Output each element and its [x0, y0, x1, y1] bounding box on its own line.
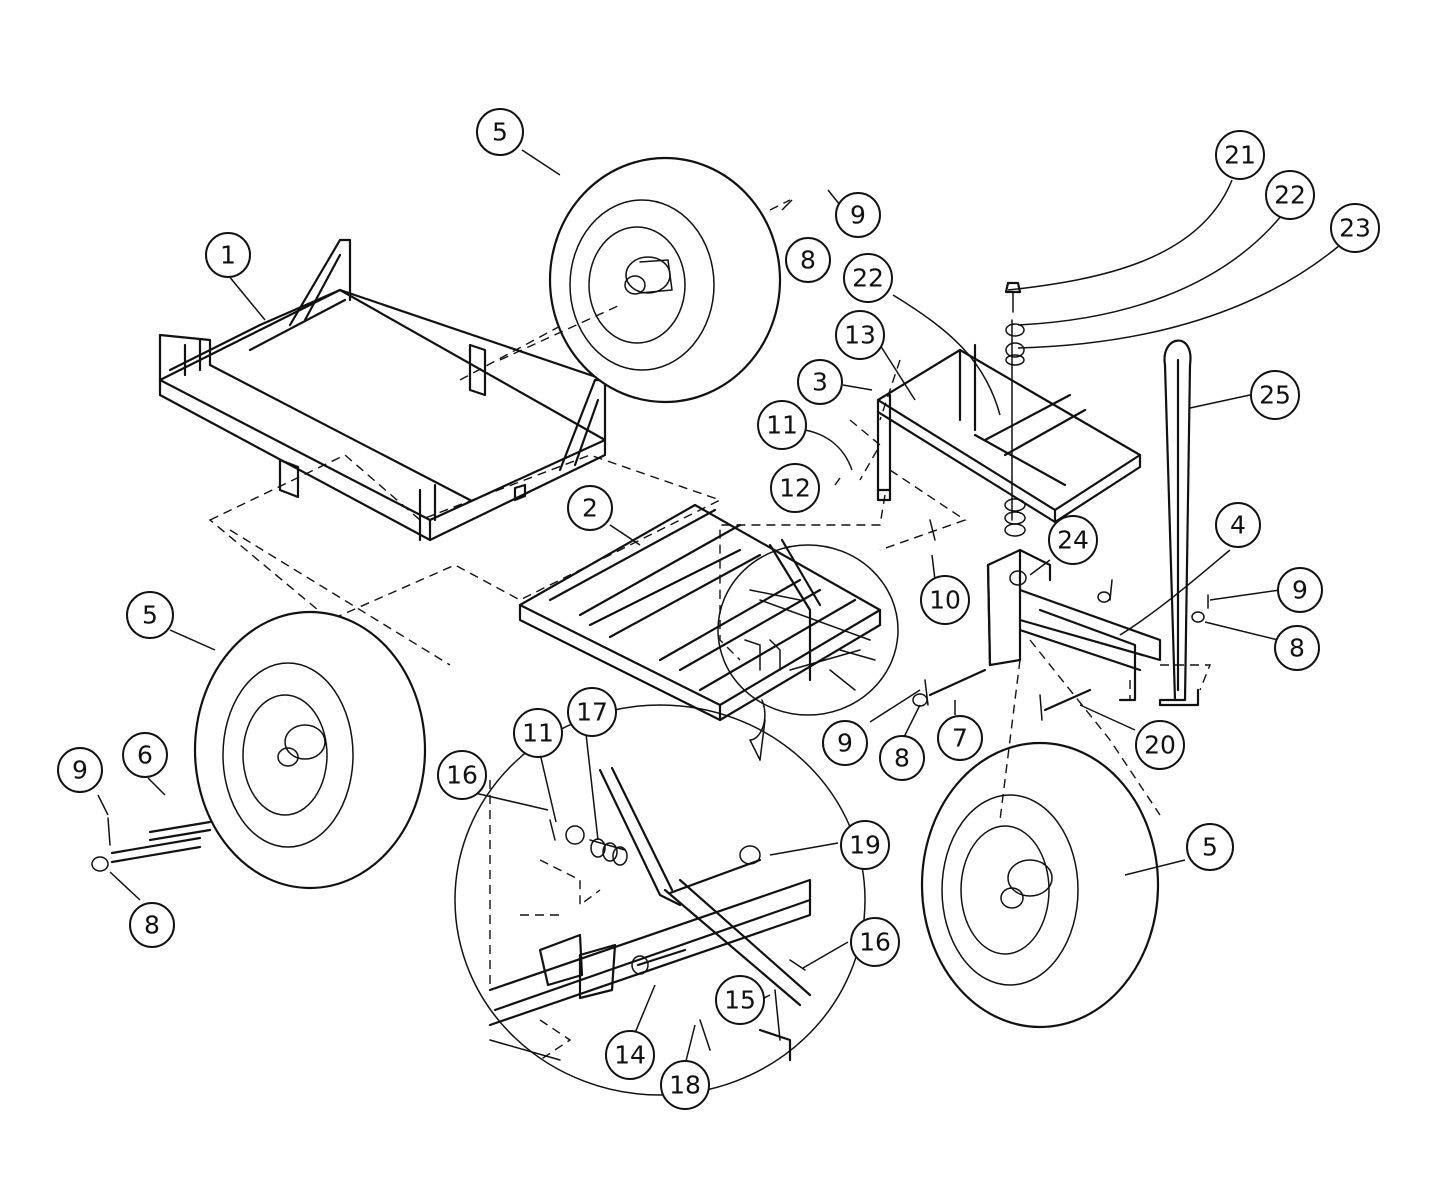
callout-8-top: 8 — [785, 237, 831, 283]
callout-11-top-label: 11 — [766, 411, 798, 440]
callout-24-label: 24 — [1057, 526, 1089, 555]
callout-10: 10 — [920, 575, 970, 625]
callout-6-label: 6 — [137, 741, 153, 770]
detail-circle-small — [717, 544, 899, 716]
callout-11-detail: 11 — [513, 708, 563, 758]
callout-14: 14 — [605, 1030, 655, 1080]
callout-2-label: 2 — [582, 494, 598, 523]
axle-pin-6 — [91, 817, 212, 872]
callout-16-left: 16 — [437, 750, 487, 800]
callout-15: 15 — [715, 975, 765, 1025]
callout-17-label: 17 — [576, 698, 608, 727]
axle-frame-part-2 — [518, 503, 882, 722]
callout-8-mid: 8 — [879, 735, 925, 781]
callout-23: 23 — [1330, 203, 1380, 253]
callout-4: 4 — [1215, 502, 1261, 548]
callout-22-mid-label: 22 — [852, 264, 884, 293]
callout-8-mid-label: 8 — [894, 744, 910, 773]
callout-15-label: 15 — [724, 986, 756, 1015]
callout-21-label: 21 — [1224, 141, 1256, 170]
callout-9-top-label: 9 — [850, 201, 866, 230]
callout-14-label: 14 — [614, 1041, 646, 1070]
callout-18: 18 — [660, 1060, 710, 1110]
callout-9-mid-label: 9 — [837, 729, 853, 758]
wheel-top — [548, 156, 782, 404]
callout-22-mid: 22 — [843, 253, 893, 303]
callout-7: 7 — [937, 715, 983, 761]
callout-11-detail-label: 11 — [522, 719, 554, 748]
callout-8-top-label: 8 — [800, 246, 816, 275]
callout-23-label: 23 — [1339, 214, 1371, 243]
callout-1-label: 1 — [220, 241, 236, 270]
callout-8-left-label: 8 — [144, 911, 160, 940]
callout-25-label: 25 — [1259, 381, 1291, 410]
callout-20: 20 — [1135, 720, 1185, 770]
top-frame-part-3 — [876, 319, 1142, 524]
callout-9-left: 9 — [57, 747, 103, 793]
callout-4-label: 4 — [1230, 511, 1246, 540]
wagon-bed-part-1 — [158, 238, 607, 542]
callout-5-left-label: 5 — [142, 601, 158, 630]
callout-25: 25 — [1250, 370, 1300, 420]
callout-16-left-label: 16 — [446, 761, 478, 790]
callout-5-left: 5 — [126, 591, 174, 639]
callout-24: 24 — [1048, 515, 1098, 565]
wheel-bottom-right — [920, 741, 1160, 1029]
callout-16-right: 16 — [850, 917, 900, 967]
callout-22-top-label: 22 — [1274, 181, 1306, 210]
callout-22-top: 22 — [1265, 170, 1315, 220]
handle-part-25 — [1158, 339, 1200, 707]
callout-10-label: 10 — [929, 586, 961, 615]
callout-8-right: 8 — [1274, 625, 1320, 671]
callout-5-top: 5 — [476, 108, 524, 156]
callout-13-label: 13 — [844, 321, 876, 350]
callout-7-label: 7 — [952, 724, 968, 753]
callout-18-label: 18 — [669, 1071, 701, 1100]
callout-9-left-label: 9 — [72, 756, 88, 785]
callout-12-label: 12 — [779, 474, 811, 503]
callout-20-label: 20 — [1144, 731, 1176, 760]
callout-13: 13 — [835, 310, 885, 360]
callout-9-right: 9 — [1277, 567, 1323, 613]
callout-19-label: 19 — [849, 831, 881, 860]
callout-19: 19 — [840, 820, 890, 870]
callout-16-right-label: 16 — [859, 928, 891, 957]
callout-3: 3 — [797, 359, 843, 405]
detail-circle-large — [454, 704, 866, 1096]
callout-21: 21 — [1215, 130, 1265, 180]
callout-8-left: 8 — [129, 902, 175, 948]
callout-9-mid: 9 — [822, 720, 868, 766]
wheel-bottom-left — [193, 610, 427, 890]
callout-12: 12 — [770, 463, 820, 513]
callout-1: 1 — [205, 232, 251, 278]
callout-8-right-label: 8 — [1289, 634, 1305, 663]
bolt-stack — [1004, 281, 1026, 537]
callout-9-top: 9 — [835, 192, 881, 238]
callout-11-top: 11 — [757, 400, 807, 450]
callout-2: 2 — [567, 485, 613, 531]
callout-6: 6 — [122, 732, 168, 778]
detail-small-contents — [744, 538, 876, 691]
detail-large-contents — [488, 766, 812, 1062]
callout-17: 17 — [567, 687, 617, 737]
callout-5-right-label: 5 — [1202, 833, 1218, 862]
callout-5-top-label: 5 — [492, 118, 508, 147]
callout-3-label: 3 — [812, 368, 828, 397]
callout-9-right-label: 9 — [1292, 576, 1308, 605]
callout-5-right: 5 — [1186, 823, 1234, 871]
